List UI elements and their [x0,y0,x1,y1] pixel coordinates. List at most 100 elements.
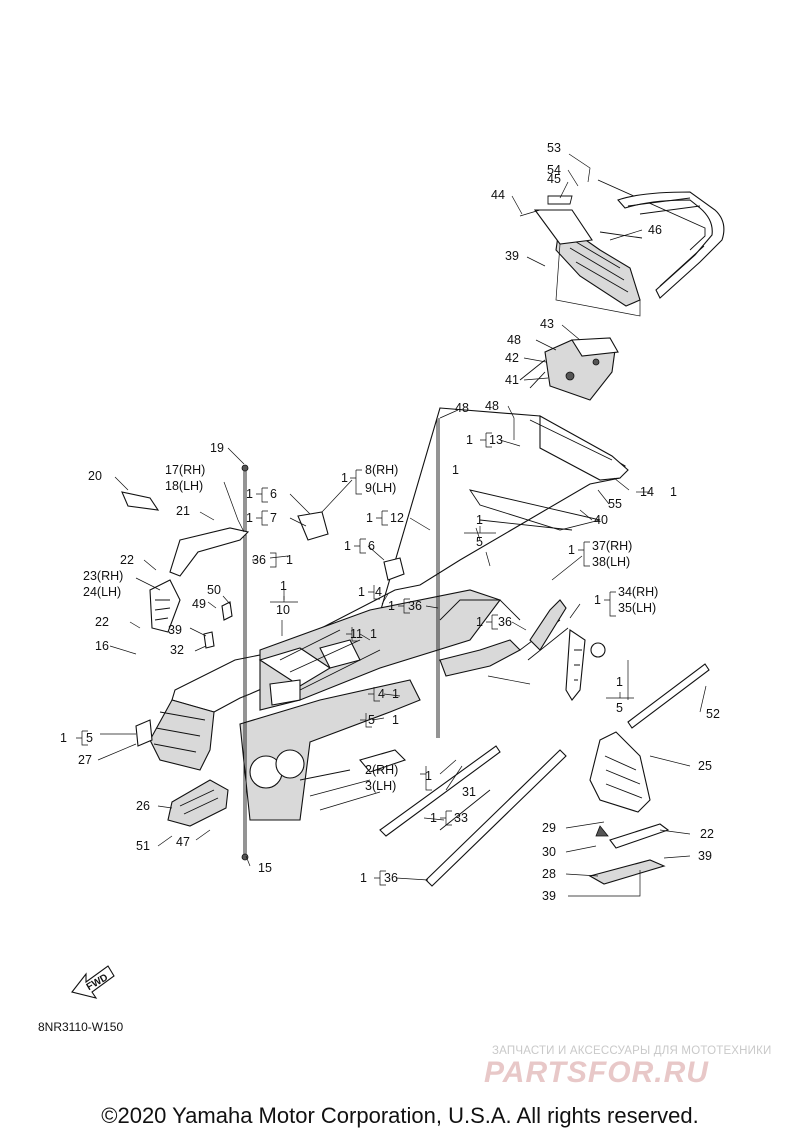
callout-1: 1 [366,511,373,525]
callout-36: 36 [384,871,398,885]
callout-51: 51 [136,839,150,853]
callout-1: 1 [476,513,483,527]
callout-47: 47 [176,835,190,849]
rear-bracket [519,337,619,401]
callout-1: 1 [594,593,601,607]
callout-35-lh: 35(LH) [618,601,656,615]
callout-18-lh: 18(LH) [165,479,203,493]
callout-16: 16 [95,639,109,653]
callout-1: 1 [616,675,623,689]
running-boards [379,663,710,887]
callout-12: 12 [390,511,404,525]
callout-1: 1 [341,471,348,485]
rear-bumper-assembly [519,179,725,317]
callout-1: 1 [358,585,365,599]
callout-39: 39 [505,249,519,263]
callout-48: 48 [455,401,469,415]
callout-1: 1 [392,713,399,727]
callout-26: 26 [136,799,150,813]
callout-1: 1 [466,433,473,447]
callout-32: 32 [170,643,184,657]
callout-1: 1 [60,731,67,745]
callout-25: 25 [698,759,712,773]
callout-50: 50 [207,583,221,597]
callout-1: 1 [370,627,377,641]
callout-6: 6 [270,487,277,501]
callout-46: 46 [648,223,662,237]
callout-49: 49 [192,597,206,611]
callout-brackets [76,432,650,886]
callout-22: 22 [95,615,109,629]
callout-29: 29 [542,821,556,835]
callout-7: 7 [270,511,277,525]
callout-11: 11 [350,627,363,641]
callout-1: 1 [388,599,395,613]
callout-41: 41 [505,373,519,387]
callout-5: 5 [616,701,623,715]
callout-45: 45 [547,172,561,186]
callout-54: 54 [547,163,561,177]
callout-22: 22 [120,553,134,567]
callout-38-lh: 38(LH) [592,555,630,569]
callout-1: 1 [425,769,432,783]
callout-5: 5 [476,535,483,549]
callout-1: 1 [452,463,459,477]
callout-48: 48 [485,399,499,413]
callout-1: 1 [286,553,293,567]
fwd-label: FWD [85,972,110,993]
callout-36: 36 [408,599,422,613]
callout-53: 53 [547,141,561,155]
callout-1: 1 [670,485,677,499]
callout-48: 48 [507,333,521,347]
callout-1: 1 [246,487,253,501]
callout-36: 36 [498,615,512,629]
watermark-caption: ЗАПЧАСТИ И АКСЕССУАРЫ ДЛЯ МОТОТЕХНИКИ [492,1045,772,1057]
callout-1: 1 [392,687,399,701]
callout-20: 20 [88,469,102,483]
callout-13: 13 [489,433,503,447]
callout-17-rh: 17(RH) [165,463,205,477]
callout-1: 1 [344,539,351,553]
callout-37-rh: 37(RH) [592,539,632,553]
callout-34-rh: 34(RH) [618,585,658,599]
callout-44: 44 [491,188,505,202]
rh-footrest [529,599,606,701]
callout-43: 43 [540,317,554,331]
leader-lines [97,153,707,897]
callout-23-rh: 23(RH) [83,569,123,583]
callout-4: 4 [378,687,385,701]
callout-27: 27 [78,753,92,767]
callout-28: 28 [542,867,556,881]
copyright-notice: ©2020 Yamaha Motor Corporation, U.S.A. A… [101,1103,699,1128]
callout-30: 30 [542,845,556,859]
tie-rod [436,418,440,738]
callout-52: 52 [706,707,720,721]
callout-9-lh: 9(LH) [365,481,396,495]
callout-5: 5 [368,713,375,727]
footrest [588,731,670,885]
callout-40: 40 [594,513,608,527]
front-skid [167,779,229,827]
watermark-logo: PARTSFOR.RU [484,1056,709,1089]
callout-10: 10 [276,603,290,617]
callout-39: 39 [698,849,712,863]
callout-55: 55 [608,497,622,511]
fwd-arrow-icon [71,965,115,999]
callout-1: 1 [568,543,575,557]
callout-3-lh: 3(LH) [365,779,396,793]
callout-1: 1 [476,615,483,629]
callout-4: 4 [375,585,382,599]
callout-33: 33 [454,811,468,825]
callout-5: 5 [86,731,93,745]
callout-21: 21 [176,504,190,518]
callout-42: 42 [505,351,519,365]
callout-1: 1 [246,511,253,525]
callout-39: 39 [542,889,556,903]
callout-1: 1 [280,579,287,593]
callout-1: 1 [360,871,367,885]
callout-labels: 53 54 45 44 46 39 43 48 42 41 48 48 13 1… [60,141,720,903]
callout-31: 31 [462,785,476,799]
diagram-drawing [71,153,725,999]
diagram-code: 8NR3110-W150 [38,1020,124,1034]
